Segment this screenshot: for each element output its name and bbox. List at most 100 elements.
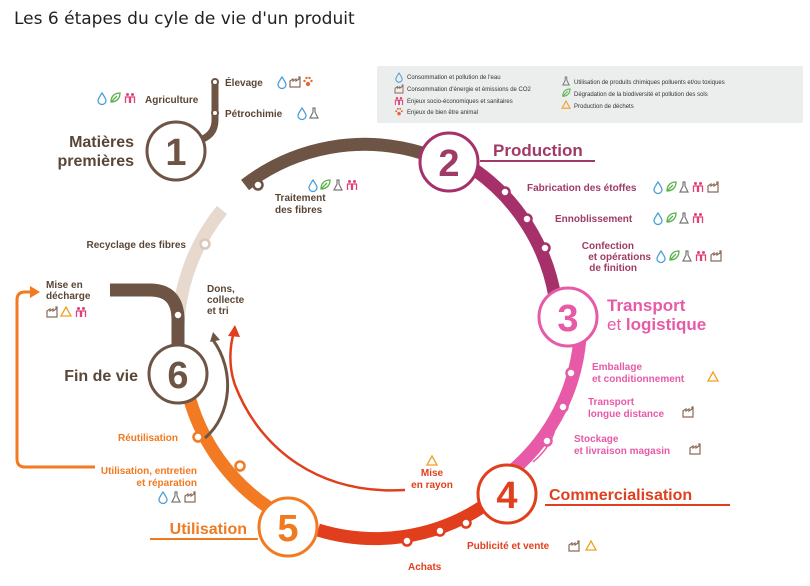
step-confection-3: de finition	[589, 263, 637, 274]
reuse-arrowhead	[30, 286, 40, 298]
stage-title-3b: et logistique	[607, 315, 706, 334]
step-dons-3: et tri	[207, 306, 229, 317]
factory-icon	[289, 76, 301, 88]
stage-number-6: 6	[167, 355, 188, 397]
step-emballage-2: et conditionnement	[592, 374, 685, 385]
ring-segment-production	[471, 164, 562, 299]
paw-icon	[303, 76, 313, 87]
factory-icon	[184, 491, 196, 503]
factory-icon	[568, 540, 580, 552]
people-icon	[75, 306, 87, 318]
step-utilisation-1: Utilisation, entretien	[101, 466, 197, 477]
legend-text-biodiversity: Dégradation de la biodiversité et pollut…	[574, 92, 708, 98]
water-drop-icon	[97, 92, 107, 106]
legend-text-water: Consommation et pollution de l'eau	[407, 75, 501, 81]
step-elevage: Élevage	[225, 76, 263, 89]
donation-arrowhead	[210, 332, 220, 342]
stage-circle-4	[476, 463, 538, 525]
step-confection-2: et opérations	[588, 252, 651, 263]
icons-agriculture	[97, 92, 136, 106]
step-agriculture: Agriculture	[145, 95, 199, 106]
step-stockage-2: et livraison magasin	[574, 446, 670, 457]
step-emballage-1: Emballage	[592, 362, 642, 373]
icons-utilisation	[158, 491, 196, 505]
stage-number-4: 4	[496, 475, 517, 517]
stage-circle-1	[145, 120, 207, 182]
leaf-icon	[666, 212, 677, 223]
step-mise-rayon-2: en rayon	[411, 480, 453, 491]
water-drop-icon	[158, 491, 168, 505]
stage-title-1a: Matières	[69, 134, 134, 151]
flask-icon	[309, 107, 319, 119]
ring-segment-transport	[508, 337, 587, 475]
step-dons-2: collecte	[207, 295, 245, 306]
stage-circle-3	[537, 286, 599, 348]
step-dot-ennoblissement	[521, 213, 533, 225]
step-dons-1: Dons,	[207, 284, 235, 295]
step-publicite: Publicité et vente	[467, 541, 550, 552]
step-traitement-1: Traitement	[275, 193, 326, 204]
step-dot-traitement	[252, 179, 264, 191]
recycle-triangle-icon	[426, 455, 438, 466]
ring-segment-use	[183, 398, 272, 513]
legend-item-water: Consommation et pollution de l'eau	[395, 72, 501, 83]
step-recyclage: Recyclage des fibres	[87, 240, 187, 251]
icons-elevage	[277, 76, 313, 90]
stage-title-3a: Transport	[607, 296, 686, 315]
icons-publicite	[568, 540, 597, 552]
stage-title-6: Fin de vie	[64, 368, 138, 385]
step-traitement-2: des fibres	[275, 205, 323, 216]
legend-item-social: Enjeux socio-économiques et sanitaires	[394, 96, 513, 106]
step-dot-utilisation	[234, 460, 246, 472]
people-icon	[695, 250, 707, 262]
icons-decharge	[46, 306, 87, 318]
icons-ennoblissement	[653, 212, 704, 226]
step-dot-etoffes	[499, 186, 511, 198]
step-decharge-2: décharge	[46, 291, 91, 302]
step-achats: Achats	[408, 562, 442, 573]
step-reutilisation: Réutilisation	[118, 433, 178, 444]
step-dot-publicite-2	[434, 525, 446, 537]
stage-title-5: Utilisation	[170, 521, 247, 538]
leaf-icon	[320, 179, 331, 190]
page-title: Les 6 étapes du cyle de vie d'un produit	[14, 9, 355, 29]
leaf-icon	[669, 250, 680, 261]
flask-icon	[679, 212, 689, 224]
stage-2: 2 Production	[418, 131, 595, 193]
step-dot-confection	[539, 242, 551, 254]
stage-circle-5	[257, 496, 319, 558]
stage-circle-2	[418, 131, 480, 193]
step-dot-emballage	[565, 367, 577, 379]
recycle-triangle-icon	[707, 371, 719, 382]
water-drop-icon	[653, 181, 663, 195]
step-mise-rayon-1: Mise	[421, 468, 444, 479]
step-dot-recyclage	[199, 238, 211, 250]
step-etoffes: Fabrication des étoffes	[527, 183, 637, 194]
legend-item-waste: Production de déchets	[561, 100, 634, 110]
step-stockage-1: Stockage	[574, 434, 619, 445]
step-dot-decharge	[172, 309, 184, 321]
step-petrochimie: Pétrochimie	[225, 109, 283, 120]
step-decharge-1: Mise en	[46, 280, 83, 291]
landfill-branch	[110, 283, 185, 345]
icons-traitement	[308, 179, 358, 193]
donation-arrow	[204, 339, 230, 440]
legend-item-chemicals: Utilisation de produits chimiques pollue…	[562, 76, 725, 86]
stage-number-5: 5	[277, 508, 298, 550]
legend-text-animal: Enjeux de bien être animal	[407, 110, 478, 116]
water-drop-icon	[297, 107, 307, 121]
water-drop-icon	[656, 250, 666, 264]
recycle-triangle-icon	[585, 540, 597, 551]
flask-icon	[682, 250, 692, 262]
stage-3: 3 Transport et logistique	[537, 286, 706, 348]
inner-return-arrowhead	[228, 325, 240, 337]
leaf-icon	[110, 92, 121, 103]
step-transport-1: Transport	[588, 397, 635, 408]
stage-5: 5 Utilisation	[150, 496, 319, 558]
stage-1: 1 Matières premières	[58, 120, 207, 182]
factory-icon	[46, 306, 58, 318]
step-dot-publicite-1	[460, 517, 472, 529]
step-confection-1: Confection	[582, 241, 634, 252]
stage-number-1: 1	[165, 132, 186, 174]
